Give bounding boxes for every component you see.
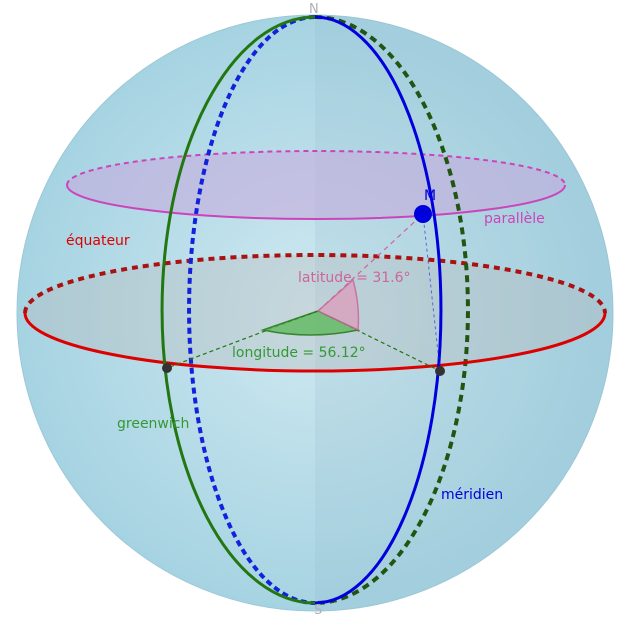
north-label: N <box>309 2 319 17</box>
latitude-sector <box>316 278 360 332</box>
meridian-label: méridien <box>441 487 503 503</box>
meridian-to-m <box>422 213 441 372</box>
radius-to-m <box>317 213 424 312</box>
meridian-back <box>187 15 316 605</box>
longitude-label: longitude = 56.12° <box>232 345 366 361</box>
radius-to-greenwich <box>166 310 319 369</box>
equator-back <box>23 253 607 314</box>
parallel-label: parallèle <box>484 211 545 227</box>
equator-label: équateur <box>66 233 130 249</box>
meridian-front <box>314 15 443 605</box>
greenwich-label: greenwich <box>117 416 189 432</box>
parallel-back <box>66 150 566 186</box>
greenwich-front <box>160 15 316 605</box>
intersection-meridian <box>435 366 445 376</box>
equator-front <box>23 312 607 373</box>
point-m-label: M <box>424 188 436 204</box>
parallel-front <box>66 184 566 220</box>
parallel-plane <box>67 151 565 219</box>
point-m <box>414 205 432 223</box>
latitude-label: latitude = 31.6° <box>298 270 411 286</box>
intersection-greenwich <box>162 363 172 373</box>
south-label: S <box>314 603 322 617</box>
longitude-sector <box>260 310 361 336</box>
